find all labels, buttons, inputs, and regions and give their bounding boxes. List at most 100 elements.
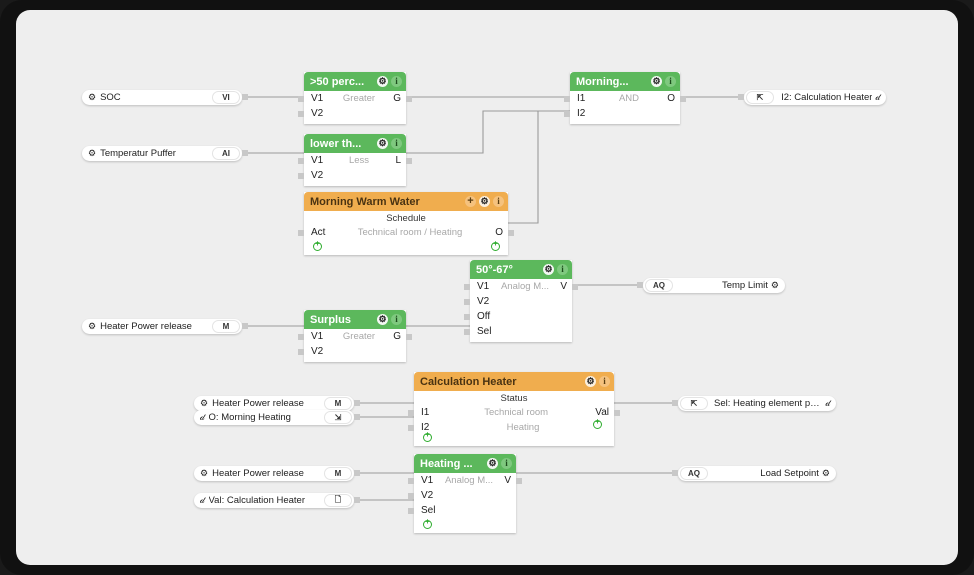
info-icon[interactable] <box>501 458 512 469</box>
connector-stub[interactable] <box>242 323 248 329</box>
block-greater-50-percent[interactable]: >50 perc... V1 Greater G V2 <box>298 72 412 124</box>
output-pill-load-setpoint[interactable]: AQ Load Setpoint ⚙ <box>672 466 836 481</box>
connector-stub[interactable] <box>464 313 470 320</box>
input-pill-morning-heating[interactable]: 𝒹 O: Morning Heating ⇲ <box>194 410 360 425</box>
connector-stub[interactable] <box>354 414 360 420</box>
connector-stub[interactable] <box>516 477 522 484</box>
input-pill-heater-power-release-2[interactable]: ⚙ Heater Power release M <box>194 396 360 411</box>
connector-stub[interactable] <box>298 229 304 236</box>
connector-stub[interactable] <box>637 282 643 288</box>
input-badge[interactable]: VI <box>212 91 240 104</box>
add-input-button[interactable] <box>423 519 432 529</box>
info-icon[interactable] <box>391 138 402 149</box>
connector-stub[interactable] <box>406 157 412 164</box>
gear-icon[interactable] <box>479 196 490 207</box>
input-pill-heater-power-release-1[interactable]: ⚙ Heater Power release M <box>82 319 248 334</box>
block-header[interactable]: Surplus <box>304 310 406 329</box>
plus-icon[interactable] <box>465 196 476 207</box>
connector-stub[interactable] <box>408 424 414 431</box>
connector-stub[interactable] <box>406 333 412 340</box>
block-heating-analog-mux[interactable]: Heating ... V1 Analog M... V V2 Sel <box>408 454 522 533</box>
connector-stub[interactable] <box>572 283 578 290</box>
block-header[interactable]: Heating ... <box>414 454 516 473</box>
input-pill-temperatur-puffer[interactable]: ⚙ Temperatur Puffer AI <box>82 146 248 161</box>
connector-stub[interactable] <box>354 400 360 406</box>
input-badge[interactable]: AI <box>212 147 240 160</box>
connector-stub[interactable] <box>464 298 470 305</box>
import-icon[interactable]: ⇱ <box>746 91 774 104</box>
block-subtitle: Status <box>414 391 614 405</box>
add-input-button[interactable] <box>423 432 432 442</box>
connector-stub[interactable] <box>242 94 248 100</box>
output-badge[interactable]: AQ <box>645 279 673 292</box>
add-output-button[interactable] <box>491 241 500 251</box>
output-pill-sel-heating-element[interactable]: ⇱ Sel: Heating element po... 𝒹 <box>672 396 836 411</box>
connector-stub[interactable] <box>464 328 470 335</box>
connector-stub[interactable] <box>298 95 304 102</box>
connector-stub[interactable] <box>464 283 470 290</box>
info-icon[interactable] <box>665 76 676 87</box>
info-icon[interactable] <box>493 196 504 207</box>
output-pill-temp-limit[interactable]: AQ Temp Limit ⚙ <box>637 278 785 293</box>
connector-stub[interactable] <box>406 95 412 102</box>
info-icon[interactable] <box>391 314 402 325</box>
input-pill-val-calculation-heater[interactable]: 𝒹 Val: Calculation Heater 🗋 <box>194 493 360 508</box>
gear-icon[interactable] <box>377 314 388 325</box>
connector-stub[interactable] <box>564 110 570 117</box>
block-morning-warm-water[interactable]: Morning Warm Water Schedule Act Technica… <box>298 192 514 255</box>
connector-stub[interactable] <box>298 333 304 340</box>
import-icon[interactable]: ⇱ <box>680 397 708 410</box>
block-calculation-heater[interactable]: Calculation Heater Status I1 Technical r… <box>408 372 620 446</box>
info-icon[interactable] <box>391 76 402 87</box>
gear-icon[interactable] <box>377 138 388 149</box>
connector-stub[interactable] <box>408 492 414 499</box>
input-badge[interactable]: M <box>324 397 352 410</box>
input-badge[interactable]: M <box>212 320 240 333</box>
connector-stub[interactable] <box>242 150 248 156</box>
input-pill-heater-power-release-3[interactable]: ⚙ Heater Power release M <box>194 466 360 481</box>
pin-row: V1 Less L <box>298 153 412 168</box>
connector-stub[interactable] <box>508 229 514 236</box>
block-header[interactable]: lower th... <box>304 134 406 153</box>
export-icon[interactable]: ⇲ <box>324 411 352 424</box>
connector-stub[interactable] <box>298 348 304 355</box>
connector-stub[interactable] <box>672 470 678 476</box>
connector-stub[interactable] <box>738 94 744 100</box>
add-output-button[interactable] <box>593 419 602 429</box>
connector-stub[interactable] <box>408 409 414 416</box>
input-badge[interactable]: M <box>324 467 352 480</box>
block-header[interactable]: Morning... <box>570 72 680 91</box>
block-morning-and[interactable]: Morning... I1 AND O I2 <box>564 72 686 124</box>
connector-stub[interactable] <box>354 470 360 476</box>
connector-stub[interactable] <box>564 95 570 102</box>
gear-icon[interactable] <box>543 264 554 275</box>
add-input-button[interactable] <box>313 241 322 251</box>
info-icon[interactable] <box>557 264 568 275</box>
block-header[interactable]: Morning Warm Water <box>304 192 508 211</box>
block-header[interactable]: >50 perc... <box>304 72 406 91</box>
info-icon[interactable] <box>599 376 610 387</box>
block-temp-range-50-67[interactable]: 50°-67° V1 Analog M... V V2 Off <box>464 260 578 342</box>
connector-stub[interactable] <box>298 172 304 179</box>
gear-icon[interactable] <box>487 458 498 469</box>
connector-stub[interactable] <box>672 400 678 406</box>
block-surplus[interactable]: Surplus V1 Greater G V2 <box>298 310 412 362</box>
gear-icon[interactable] <box>377 76 388 87</box>
copy-icon[interactable]: 🗋 <box>324 494 352 507</box>
block-lower-than[interactable]: lower th... V1 Less L V2 <box>298 134 412 186</box>
flow-canvas[interactable]: ⚙ SOC VI ⚙ Temperatur Puffer AI ⚙ Heater… <box>16 10 958 565</box>
gear-icon[interactable] <box>651 76 662 87</box>
block-header[interactable]: Calculation Heater <box>414 372 614 391</box>
block-header[interactable]: 50°-67° <box>470 260 572 279</box>
connector-stub[interactable] <box>680 95 686 102</box>
connector-stub[interactable] <box>408 477 414 484</box>
connector-stub[interactable] <box>298 157 304 164</box>
output-pill-i2-calculation-heater[interactable]: ⇱ I2: Calculation Heater 𝒹 <box>738 90 886 105</box>
input-pill-soc[interactable]: ⚙ SOC VI <box>82 90 248 105</box>
gear-icon[interactable] <box>585 376 596 387</box>
connector-stub[interactable] <box>354 497 360 503</box>
connector-stub[interactable] <box>614 409 620 416</box>
connector-stub[interactable] <box>408 507 414 514</box>
output-badge[interactable]: AQ <box>680 467 708 480</box>
connector-stub[interactable] <box>298 110 304 117</box>
